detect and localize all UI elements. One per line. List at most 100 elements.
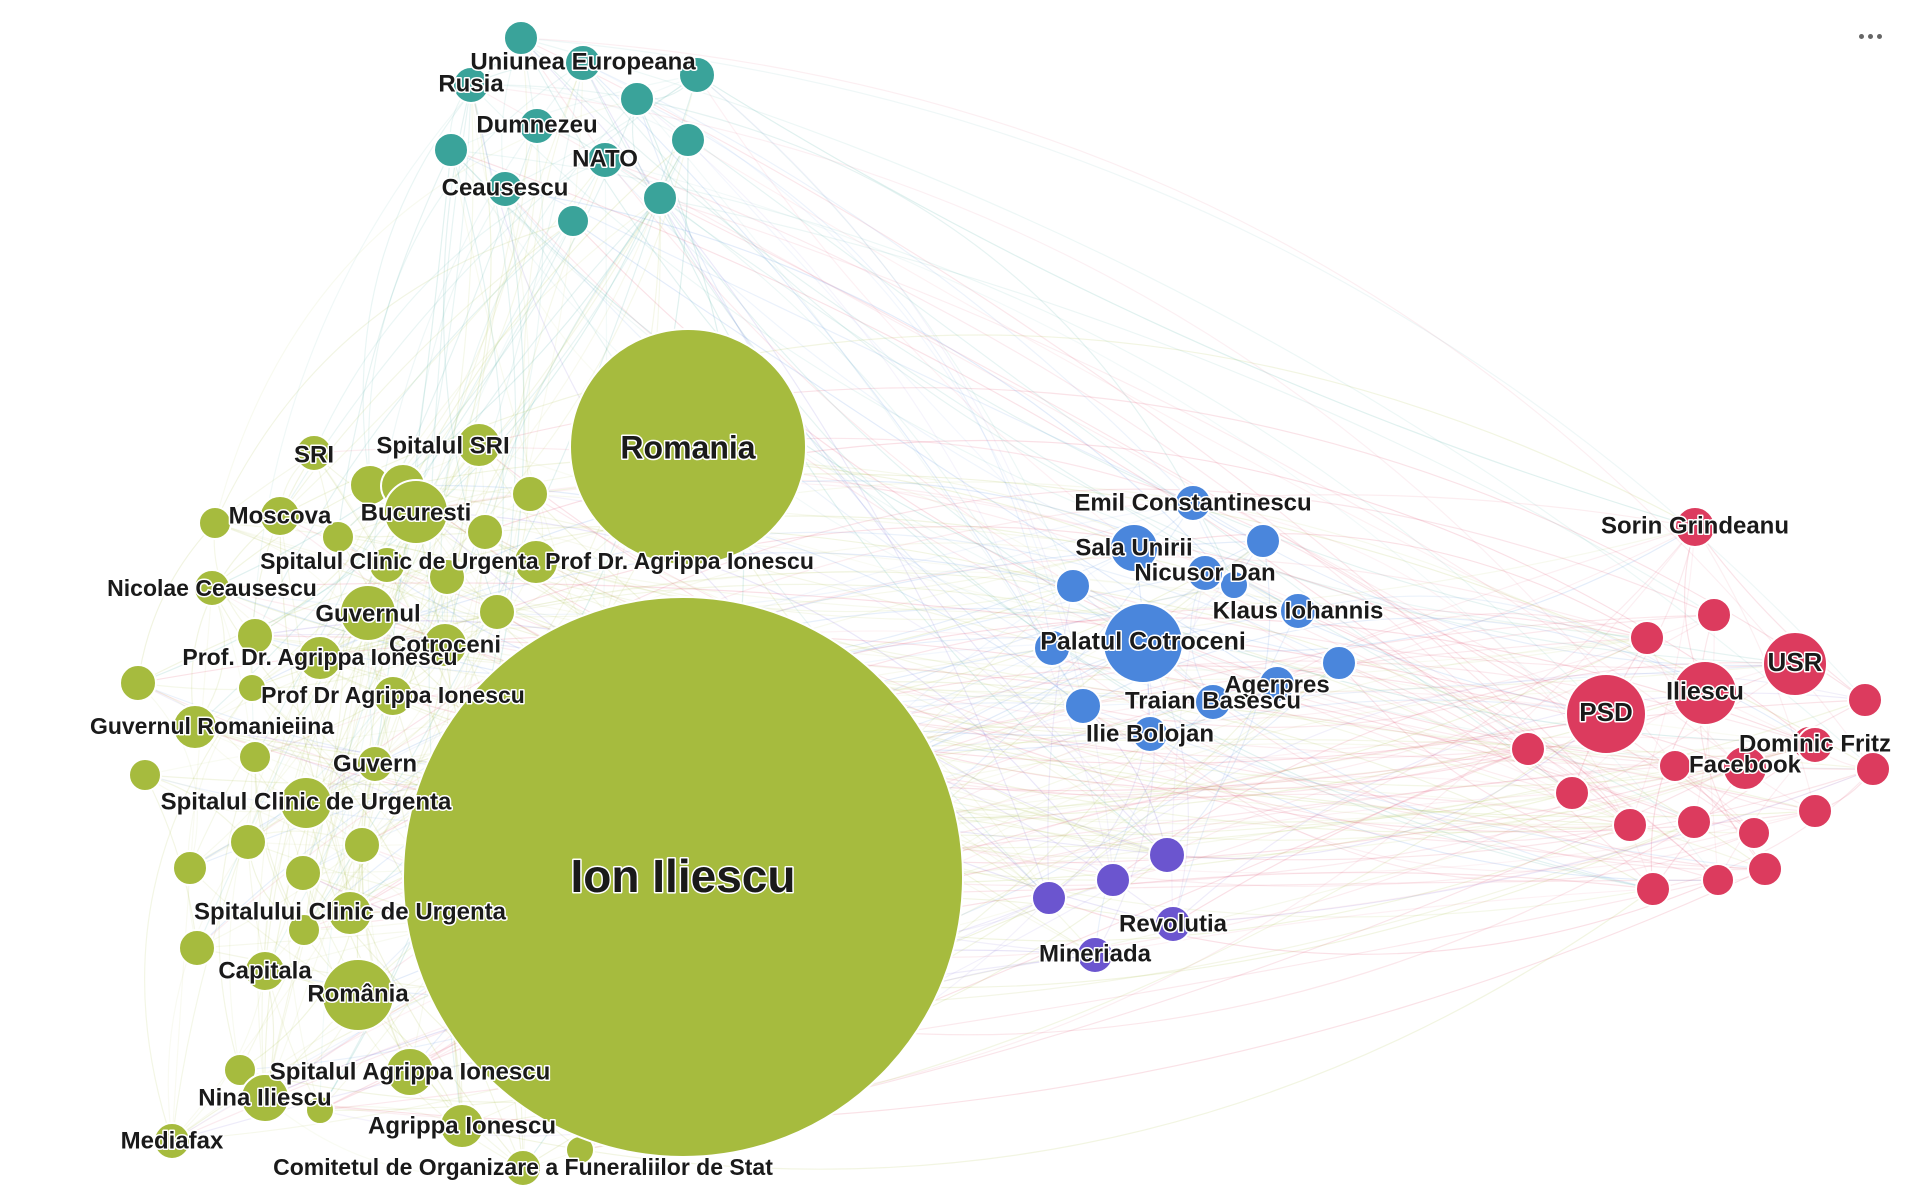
node-agerpres[interactable] [1258, 665, 1296, 703]
green-cluster-node[interactable] [478, 593, 516, 631]
red-cluster-node[interactable] [1701, 863, 1735, 897]
node-agrippa-ionescu[interactable] [439, 1103, 485, 1149]
green-cluster-node[interactable] [236, 617, 274, 655]
green-cluster-node[interactable] [321, 520, 355, 554]
red-cluster-node[interactable] [1737, 816, 1771, 850]
node-ion-iliescu[interactable] [402, 596, 964, 1158]
node-capitala[interactable] [244, 950, 286, 992]
node-sri[interactable] [295, 434, 333, 472]
node-sorin-grindeanu[interactable] [1674, 506, 1716, 548]
node-bucuresti[interactable] [383, 479, 449, 545]
green-cluster-node[interactable] [128, 758, 162, 792]
blue-cluster-node[interactable] [1033, 629, 1071, 667]
node-usr[interactable] [1762, 631, 1828, 697]
green-cluster-node[interactable] [287, 913, 321, 947]
node-nicusor-dan[interactable] [1186, 554, 1224, 592]
red-cluster-node[interactable] [1510, 731, 1546, 767]
green-cluster-node[interactable] [238, 740, 272, 774]
red-cluster-node[interactable] [1612, 807, 1648, 843]
node-prof-dr-agrippa-ionescu[interactable] [297, 635, 343, 681]
node-traian-basescu[interactable] [1194, 683, 1232, 721]
graph-nodes[interactable] [153, 44, 1834, 1187]
node-nato[interactable] [586, 141, 624, 179]
teal-cluster-node[interactable] [642, 180, 678, 216]
node-spitalul-clinic-urgenta[interactable] [279, 776, 333, 830]
node-uniunea-europeana[interactable] [564, 44, 602, 82]
node-klaus-iohannis[interactable] [1279, 592, 1317, 630]
red-cluster-node[interactable] [1554, 775, 1590, 811]
node-spitalul-sri[interactable] [456, 422, 502, 468]
green-cluster-node[interactable] [343, 826, 381, 864]
red-cluster-node[interactable] [1747, 851, 1783, 887]
green-cluster-node[interactable] [229, 823, 267, 861]
purple-cluster-node[interactable] [1031, 880, 1067, 916]
node-guvern[interactable] [356, 745, 394, 783]
node-cotroceni[interactable] [422, 622, 468, 668]
node-psd[interactable] [1565, 673, 1647, 755]
green-cluster-node[interactable] [198, 506, 232, 540]
red-cluster-node[interactable] [1635, 871, 1671, 907]
node-facebook[interactable] [1722, 745, 1768, 791]
node-romania[interactable] [569, 328, 807, 566]
teal-cluster-node[interactable] [556, 204, 590, 238]
node-dumnezeu[interactable] [518, 107, 556, 145]
teal-cluster-node[interactable] [503, 20, 539, 56]
green-cluster-node[interactable] [368, 546, 406, 584]
node-nicolae-ceausescu[interactable] [193, 569, 231, 607]
node-romania-2[interactable] [321, 958, 395, 1032]
teal-cluster-node[interactable] [678, 56, 716, 94]
node-ilie-bolojan[interactable] [1131, 715, 1169, 753]
red-cluster-node[interactable] [1797, 793, 1833, 829]
node-rusia[interactable] [452, 66, 490, 104]
red-cluster-node[interactable] [1629, 620, 1665, 656]
green-cluster-node[interactable] [305, 1095, 335, 1125]
green-cluster-node[interactable] [178, 929, 216, 967]
graph-edge [313, 446, 1529, 750]
node-revolutia[interactable] [1154, 905, 1192, 943]
node-guvernul[interactable] [339, 584, 397, 642]
graph-edge [137, 682, 198, 869]
green-cluster-node[interactable] [428, 558, 466, 596]
teal-cluster-node[interactable] [670, 122, 706, 158]
blue-cluster-node[interactable] [1064, 687, 1102, 725]
node-ceausescu[interactable] [486, 170, 524, 208]
node-spitalul-clinic-urgenta-prof[interactable] [513, 539, 559, 585]
blue-cluster-node[interactable] [1219, 570, 1249, 600]
node-mineriada[interactable] [1076, 936, 1114, 974]
teal-cluster-node[interactable] [433, 132, 469, 168]
node-iliescu[interactable] [1672, 660, 1738, 726]
green-cluster-node[interactable] [511, 475, 549, 513]
node-guvernul-romaniei[interactable] [172, 704, 218, 750]
green-cluster-node[interactable] [119, 664, 157, 702]
red-cluster-node[interactable] [1855, 751, 1891, 787]
green-cluster-node[interactable] [223, 1053, 257, 1087]
blue-cluster-node[interactable] [1321, 645, 1357, 681]
node-dominic-fritz[interactable] [1796, 726, 1834, 764]
red-cluster-node[interactable] [1658, 749, 1692, 783]
purple-cluster-node[interactable] [1148, 836, 1186, 874]
green-cluster-node[interactable] [284, 854, 322, 892]
node-emil-constantinescu[interactable] [1174, 484, 1212, 522]
node-nina-iliescu[interactable] [240, 1073, 290, 1123]
node-comitetul[interactable] [504, 1149, 542, 1187]
node-sala-unirii[interactable] [1109, 523, 1159, 573]
node-spitalul-agrippa-ionescu[interactable] [385, 1047, 435, 1097]
node-prof-dr-agrippa-ionescu-2[interactable] [372, 675, 414, 717]
node-moscova[interactable] [259, 495, 301, 537]
blue-cluster-node[interactable] [1055, 568, 1091, 604]
green-cluster-node[interactable] [466, 513, 504, 551]
node-spitalului-clinic-urgenta[interactable] [327, 890, 373, 936]
node-palatul-cotroceni[interactable] [1102, 602, 1184, 684]
node-mediafax[interactable] [153, 1122, 191, 1160]
purple-cluster-node[interactable] [1095, 862, 1131, 898]
more-options-button[interactable] [1848, 22, 1892, 50]
red-cluster-node[interactable] [1696, 597, 1732, 633]
teal-cluster-node[interactable] [619, 81, 655, 117]
green-cluster-node[interactable] [172, 850, 208, 886]
blue-cluster-node[interactable] [1245, 523, 1281, 559]
red-cluster-node[interactable] [1676, 804, 1712, 840]
green-cluster-node[interactable] [237, 673, 267, 703]
red-cluster-node[interactable] [1847, 682, 1883, 718]
